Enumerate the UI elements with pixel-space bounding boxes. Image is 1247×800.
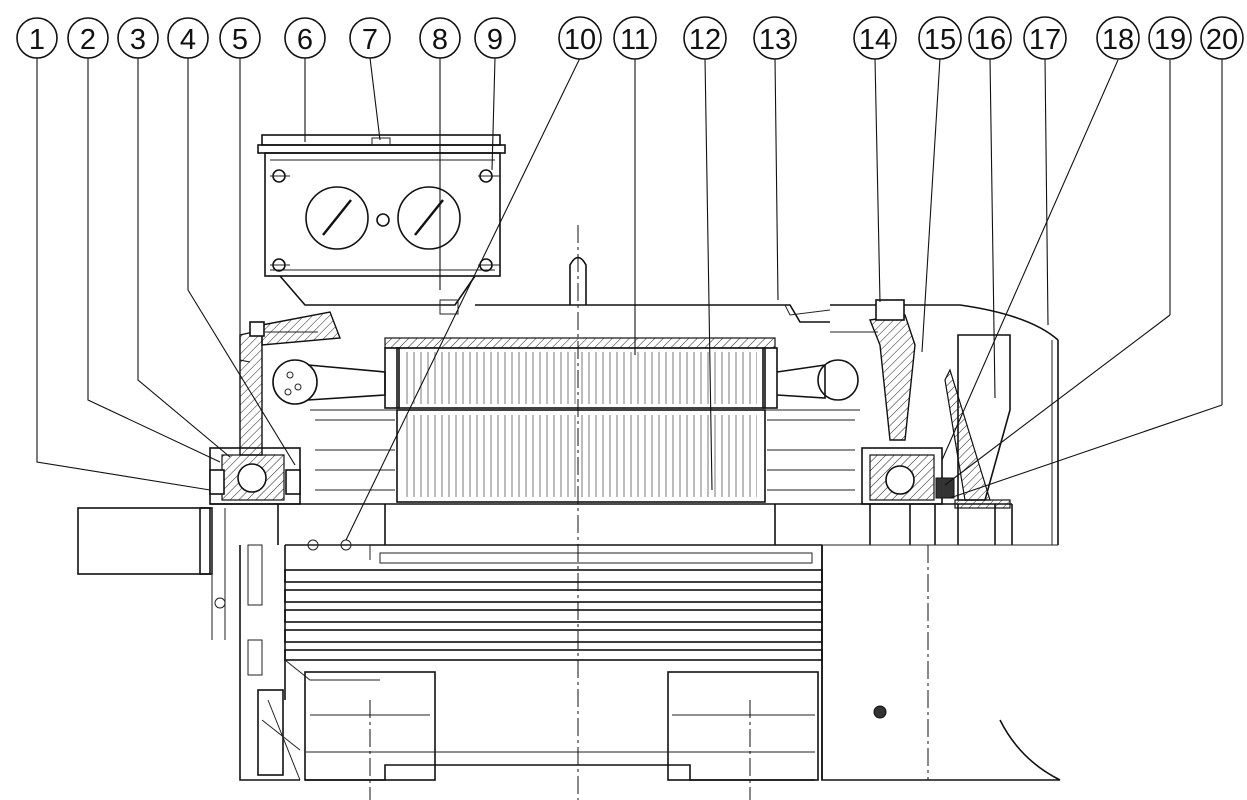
frame-exterior (211, 508, 1061, 781)
terminal-box (257, 134, 506, 315)
callout-label: 5 (232, 24, 248, 56)
callout-15: 15 (918, 16, 962, 60)
callout-label: 9 (487, 24, 503, 56)
callout-13: 13 (753, 16, 797, 60)
callout-11: 11 (613, 16, 657, 60)
callout-label: 17 (1029, 24, 1061, 56)
callout-label: 7 (362, 24, 378, 56)
callout-label: 20 (1206, 24, 1238, 56)
callout-7: 7 (349, 17, 391, 59)
right-end-shield (830, 299, 955, 505)
fan (944, 334, 1011, 509)
callout-label: 14 (859, 24, 891, 56)
callout-label: 13 (759, 24, 791, 56)
callout-1: 1 (16, 17, 58, 59)
center-lines (369, 225, 929, 800)
callout-label: 2 (80, 24, 96, 56)
callout-label: 4 (180, 24, 196, 56)
callout-label: 18 (1102, 24, 1134, 56)
callout-label: 11 (620, 24, 650, 56)
callout-10: 10 (558, 16, 602, 60)
callout-4: 4 (167, 17, 209, 59)
callout-label: 8 (432, 24, 448, 56)
shaft (77, 503, 1013, 575)
callout-label: 10 (564, 24, 596, 56)
rotor-fan-blades-right (767, 419, 855, 491)
rotor-fan-blades-left (315, 419, 395, 491)
left-end-shield (209, 311, 341, 505)
callout-label: 6 (297, 24, 313, 56)
callout-14: 14 (853, 16, 897, 60)
callout-17: 17 (1023, 16, 1067, 60)
callout-label: 19 (1154, 24, 1186, 56)
callout-5: 5 (219, 17, 261, 59)
stator-core (384, 347, 778, 409)
winding-end-left (272, 359, 386, 405)
callout-label: 15 (924, 24, 956, 56)
callout-6: 6 (284, 17, 326, 59)
callout-label: 3 (130, 24, 146, 56)
callout-16: 16 (968, 16, 1012, 60)
frame-top (384, 256, 1059, 545)
callout-label: 16 (974, 24, 1006, 56)
callout-9: 9 (474, 17, 516, 59)
callout-8: 8 (419, 17, 461, 59)
callout-19: 19 (1148, 16, 1192, 60)
callout-12: 12 (683, 16, 727, 60)
callout-2: 2 (67, 17, 109, 59)
callout-20: 20 (1200, 16, 1244, 60)
winding-end-right (776, 359, 859, 401)
rotor-core (310, 409, 860, 503)
leader-lines (36, 57, 1223, 541)
callout-18: 18 (1096, 16, 1140, 60)
callout-3: 3 (117, 17, 159, 59)
callout-label: 1 (29, 24, 45, 56)
callout-label: 12 (689, 24, 721, 56)
